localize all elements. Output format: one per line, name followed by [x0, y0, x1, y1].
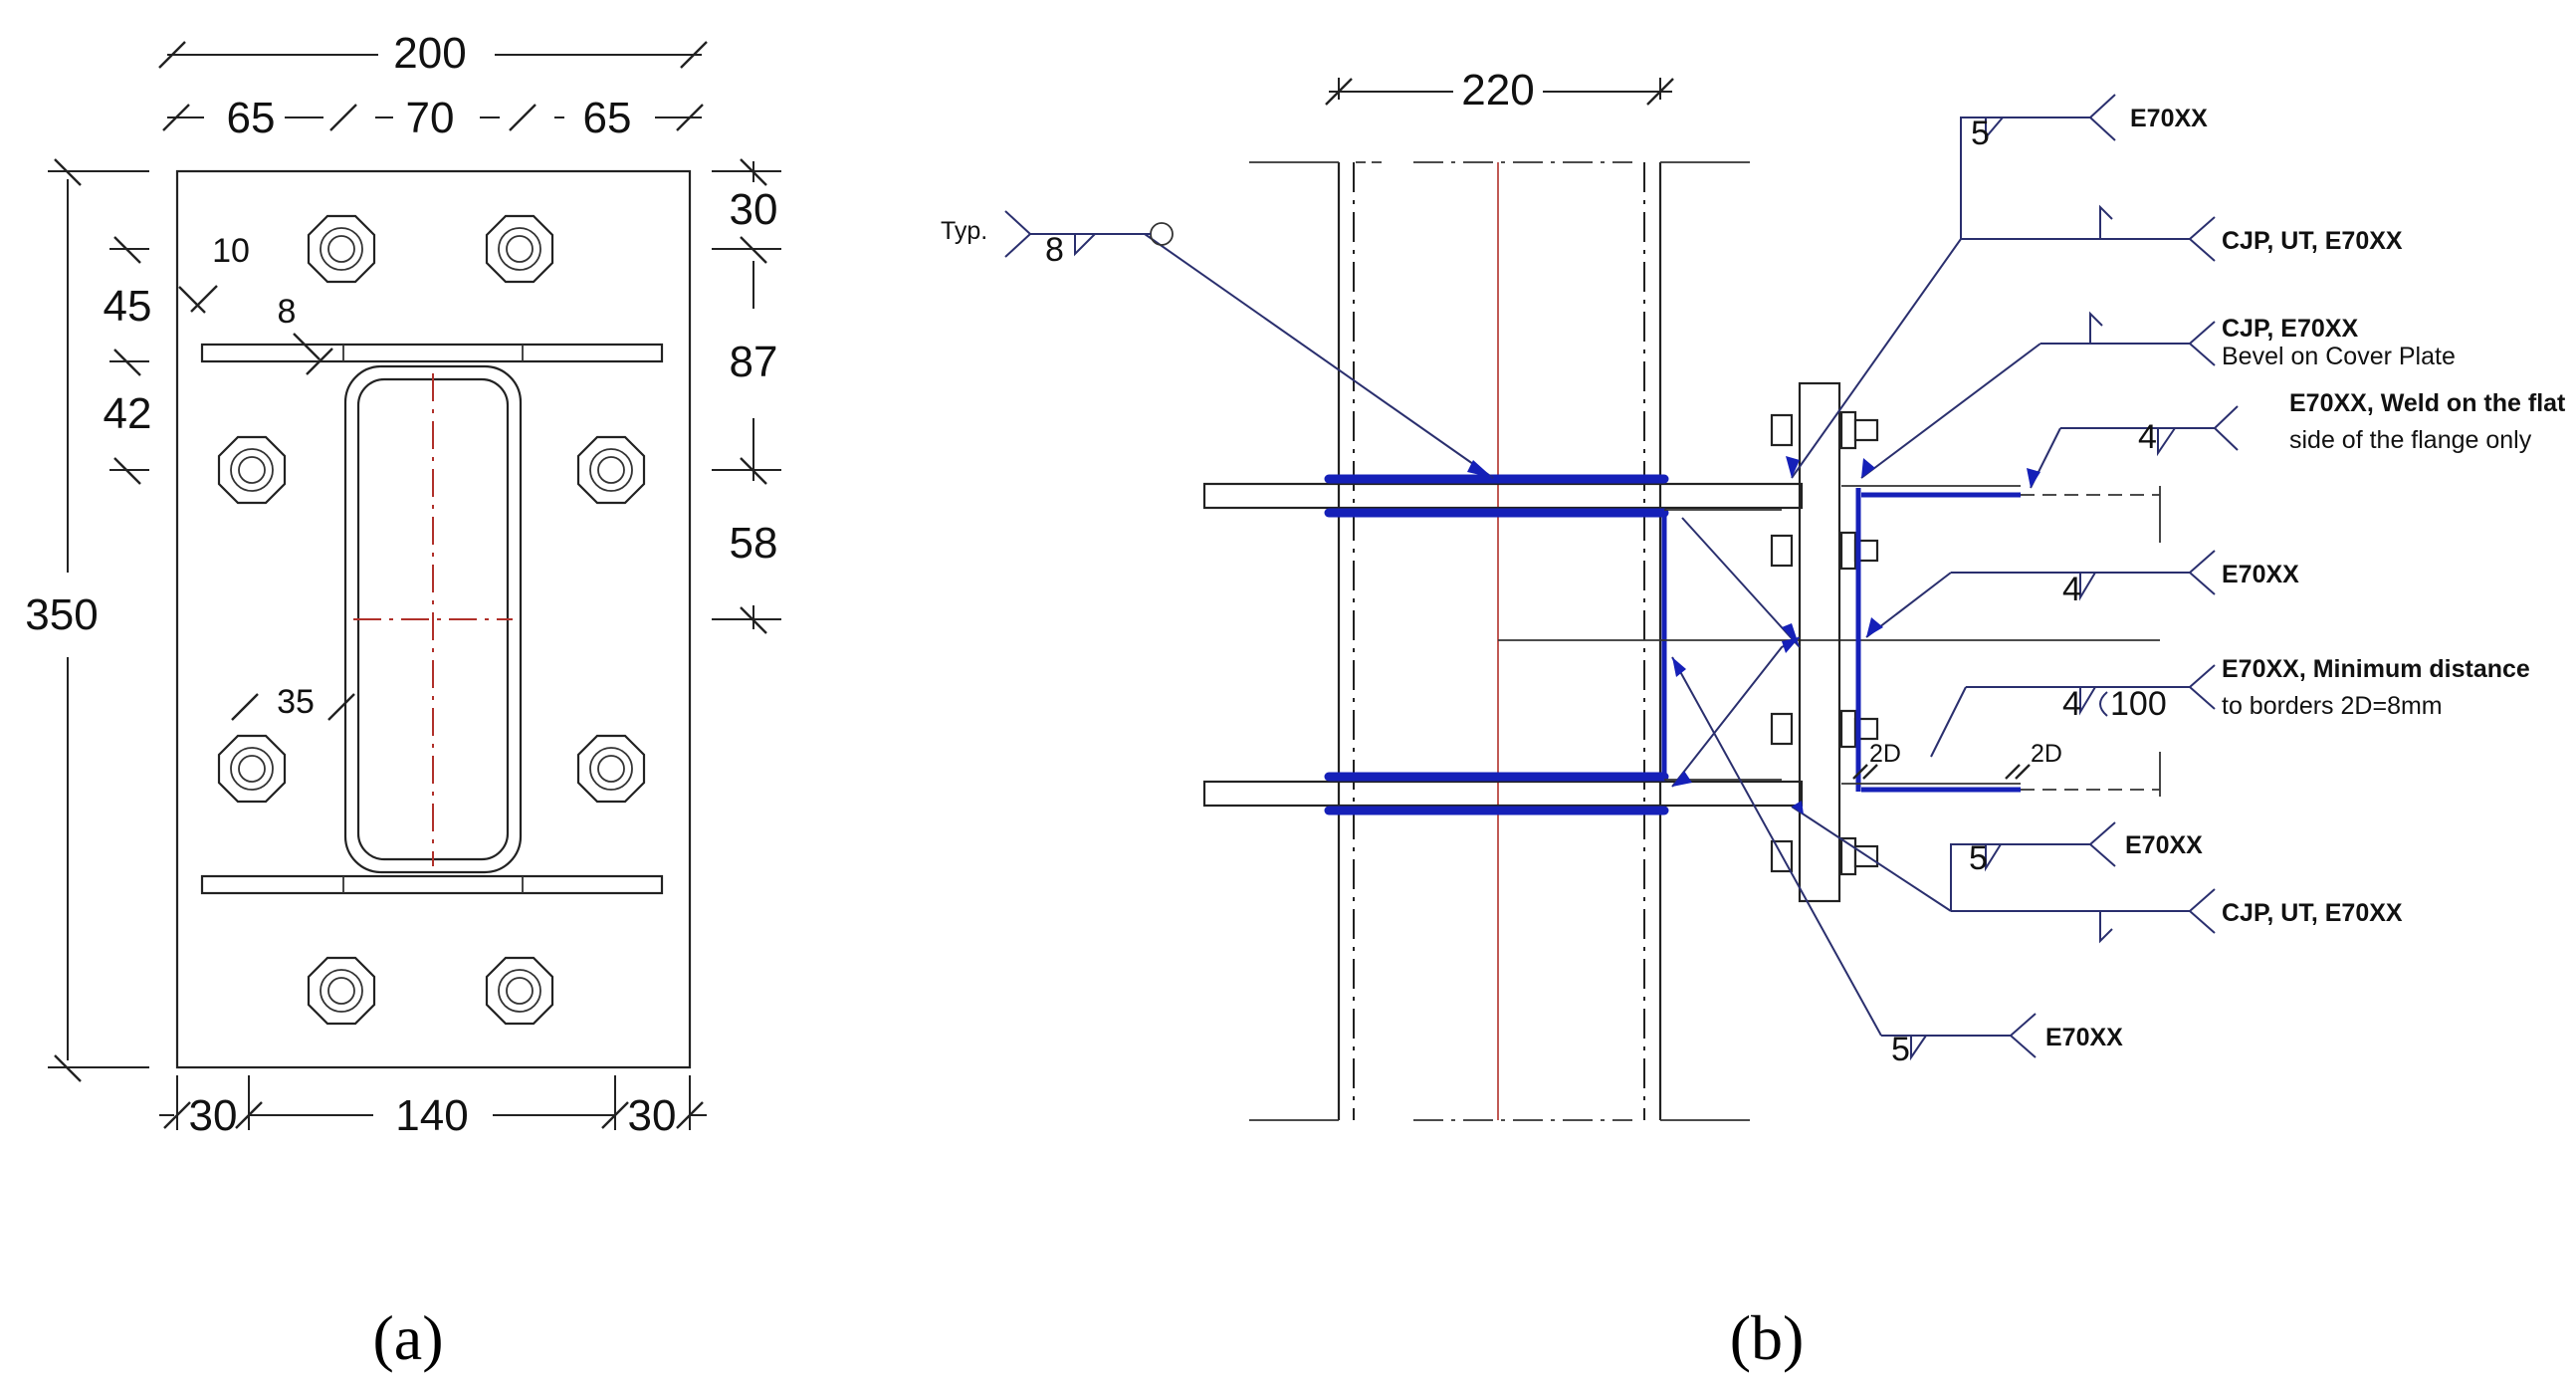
callout-6-line2: to borders 2D=8mm [2222, 692, 2443, 720]
bolt-group-a [217, 214, 646, 1026]
dim-right-30: 30 [730, 185, 778, 234]
dim-220: 220 [1461, 66, 1534, 115]
bottom-cover-plate [200, 874, 664, 895]
bolt-icon [307, 956, 376, 1026]
bolt-icon [485, 956, 554, 1026]
weld-size-4: 4 [2138, 418, 2157, 456]
dim-left-10: 10 [212, 232, 250, 270]
right-dimension-lines [712, 158, 781, 634]
callout-9-text: E70XX [2045, 1024, 2123, 1051]
callout-8-text: CJP, UT, E70XX [2222, 899, 2403, 927]
weld-size-6: 4 [2062, 685, 2081, 723]
weld-size-7: 5 [1969, 839, 1988, 877]
top-flange-plate [1202, 482, 1804, 510]
dim-height-total: 350 [25, 590, 98, 639]
bolt-icon [217, 734, 287, 804]
dim-left-8: 8 [278, 293, 297, 331]
top-cover-plate [200, 343, 664, 363]
dim-top-right: 65 [583, 94, 632, 142]
weld-size-1: 5 [1971, 115, 1990, 152]
dim-left-35: 35 [277, 683, 315, 721]
dim-right-58: 58 [730, 519, 778, 568]
dim-top-total: 200 [393, 29, 466, 78]
dim-left-45: 45 [104, 282, 152, 331]
bolt-icon [576, 435, 646, 505]
caption-a: (a) [372, 1302, 443, 1373]
callout-3-line1: CJP, E70XX [2222, 315, 2358, 343]
bolt-icon [485, 214, 554, 284]
callout-4-line2: side of the flange only [2289, 426, 2532, 454]
panel-a-plan-view: 200 65 70 65 350 45 42 10 [25, 29, 781, 1373]
typ-label: Typ. [941, 217, 987, 245]
dim-bottom-left: 30 [189, 1091, 238, 1140]
panel-b-elevation-view: 220 [941, 66, 2566, 1373]
hss-tube-outer [343, 364, 523, 874]
callout-7-text: E70XX [2125, 831, 2203, 859]
bolt-icon [1770, 709, 1879, 749]
bolt-icon [1770, 836, 1879, 876]
dim-top-mid: 70 [406, 94, 455, 142]
dim-bottom-right: 30 [628, 1091, 677, 1140]
bolt-icon [1770, 410, 1879, 450]
dim-left-42: 42 [104, 389, 152, 438]
bolt-icon [576, 734, 646, 804]
end-plate-outline [175, 169, 692, 1069]
callout-5-text: E70XX [2222, 561, 2299, 588]
typ-weld-size: 8 [1045, 231, 1064, 269]
left-dimension-lines [48, 158, 355, 1082]
dim-top-left: 65 [227, 94, 276, 142]
edge-label-2d-left: 2D [1869, 740, 1901, 768]
bottom-dimension-lines [159, 1075, 707, 1130]
callout-4-line1: E70XX, Weld on the flat [2289, 389, 2566, 417]
caption-b: (b) [1730, 1302, 1805, 1373]
weld-callout-lines [1881, 94, 2239, 1061]
dim-bottom-mid: 140 [395, 1091, 468, 1140]
bottom-flange-plate [1202, 780, 1804, 808]
bolt-icon [307, 214, 376, 284]
dim-right-87: 87 [730, 338, 778, 386]
callout-2-text: CJP, UT, E70XX [2222, 227, 2403, 255]
edge-label-2d-right: 2D [2031, 740, 2062, 768]
weld-length-6: 100 [2110, 685, 2167, 723]
callout-3-line2: Bevel on Cover Plate [2222, 343, 2456, 370]
callout-1-text: E70XX [2130, 105, 2208, 132]
weld-size-5: 4 [2062, 571, 2081, 608]
bolt-icon [217, 435, 287, 505]
weld-size-9: 5 [1891, 1031, 1910, 1068]
callout-6-line1: E70XX, Minimum distance [2222, 655, 2530, 683]
top-dimension-lines [158, 41, 708, 131]
bolt-icon [1770, 531, 1879, 571]
end-plate-side [1798, 381, 1841, 903]
